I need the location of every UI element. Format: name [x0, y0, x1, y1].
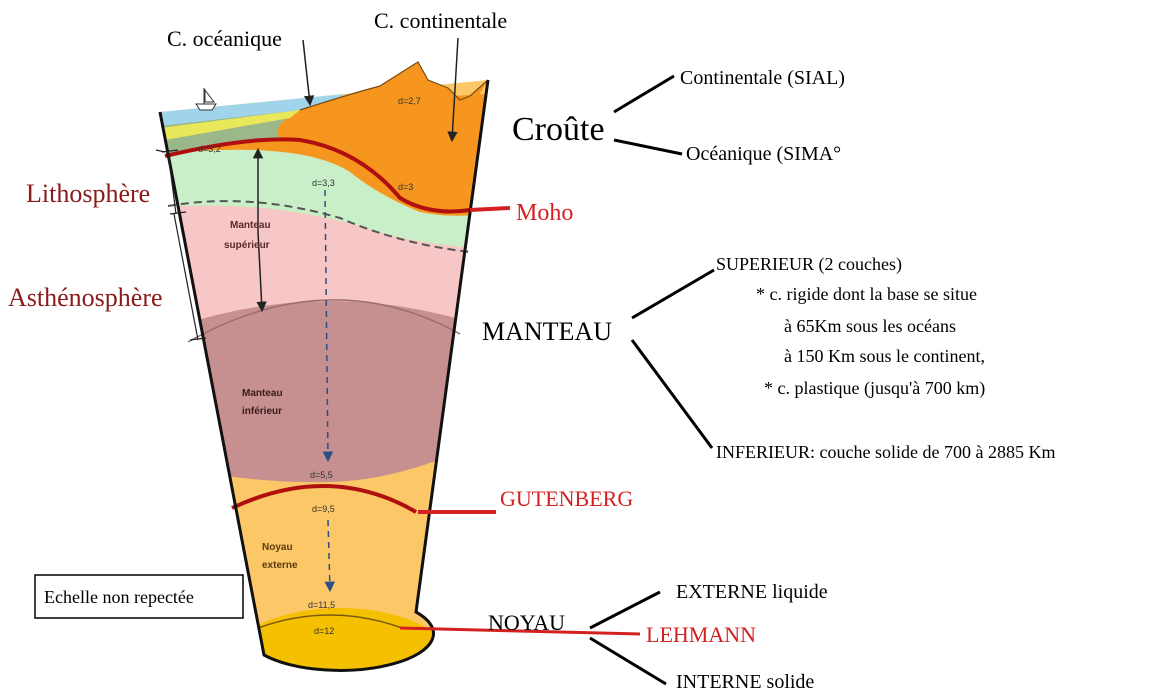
oceanic-crust-label: C. océanique	[167, 26, 282, 51]
sima-label: Océanique (SIMA°	[686, 143, 841, 165]
superieur-line-3: à 150 Km sous le continent,	[784, 346, 985, 366]
lehmann-label: LEHMANN	[646, 622, 756, 647]
density-label-11-5: d=11,5	[308, 600, 335, 610]
outer-core-label-line2: externe	[262, 560, 298, 571]
interne-label: INTERNE solide	[676, 671, 814, 693]
outer-core-label-line1: Noyau	[262, 542, 293, 553]
density-label-12: d=12	[314, 626, 334, 636]
gutenberg-label: GUTENBERG	[500, 486, 633, 511]
superieur-title: SUPERIEUR (2 couches)	[716, 254, 902, 275]
oceanic-crust-pointer	[303, 40, 310, 104]
croute-label: Croûte	[512, 111, 605, 148]
lower-mantle-layer	[140, 301, 520, 482]
density-label-3-2: d=3,2	[198, 144, 221, 154]
boat-icon	[196, 88, 216, 110]
superieur-line-4: * c. plastique (jusqu'à 700 km)	[764, 378, 985, 399]
sial-label: Continentale (SIAL)	[680, 67, 845, 89]
lower-mantle-label-line2: inférieur	[242, 406, 282, 417]
croute-to-sima-line	[614, 140, 682, 154]
noyau-label: NOYAU	[488, 610, 565, 635]
lower-mantle-label-line1: Manteau	[242, 388, 283, 399]
upper-mantle-label-line2: supérieur	[224, 240, 270, 251]
externe-label: EXTERNE liquide	[676, 581, 828, 603]
inferieur-label: INFERIEUR: couche solide de 700 à 2885 K…	[716, 442, 1055, 462]
lithosphere-label: Lithosphère	[26, 179, 150, 208]
moho-leader	[470, 208, 510, 210]
continental-crust-label: C. continentale	[374, 8, 507, 33]
density-label-9-5: d=9,5	[312, 504, 335, 514]
manteau-label: MANTEAU	[482, 317, 612, 346]
moho-label: Moho	[516, 200, 573, 226]
superieur-line-1: * c. rigide dont la base se situe	[756, 284, 977, 304]
density-label-2-7: d=2,7	[398, 96, 421, 106]
density-label-3-3: d=3,3	[312, 178, 335, 188]
scale-note-text: Echelle non repectée	[44, 587, 194, 607]
manteau-to-inferieur-line	[632, 340, 712, 448]
asthenosphere-label: Asthénosphère	[8, 283, 163, 312]
density-label-3: d=3	[398, 182, 413, 192]
manteau-to-superieur-line	[632, 270, 714, 318]
density-label-5-5: d=5,5	[310, 470, 333, 480]
croute-to-sial-line	[614, 76, 674, 112]
superieur-line-2: à 65Km sous les océans	[784, 316, 956, 336]
upper-mantle-label-line1: Manteau	[230, 220, 271, 231]
